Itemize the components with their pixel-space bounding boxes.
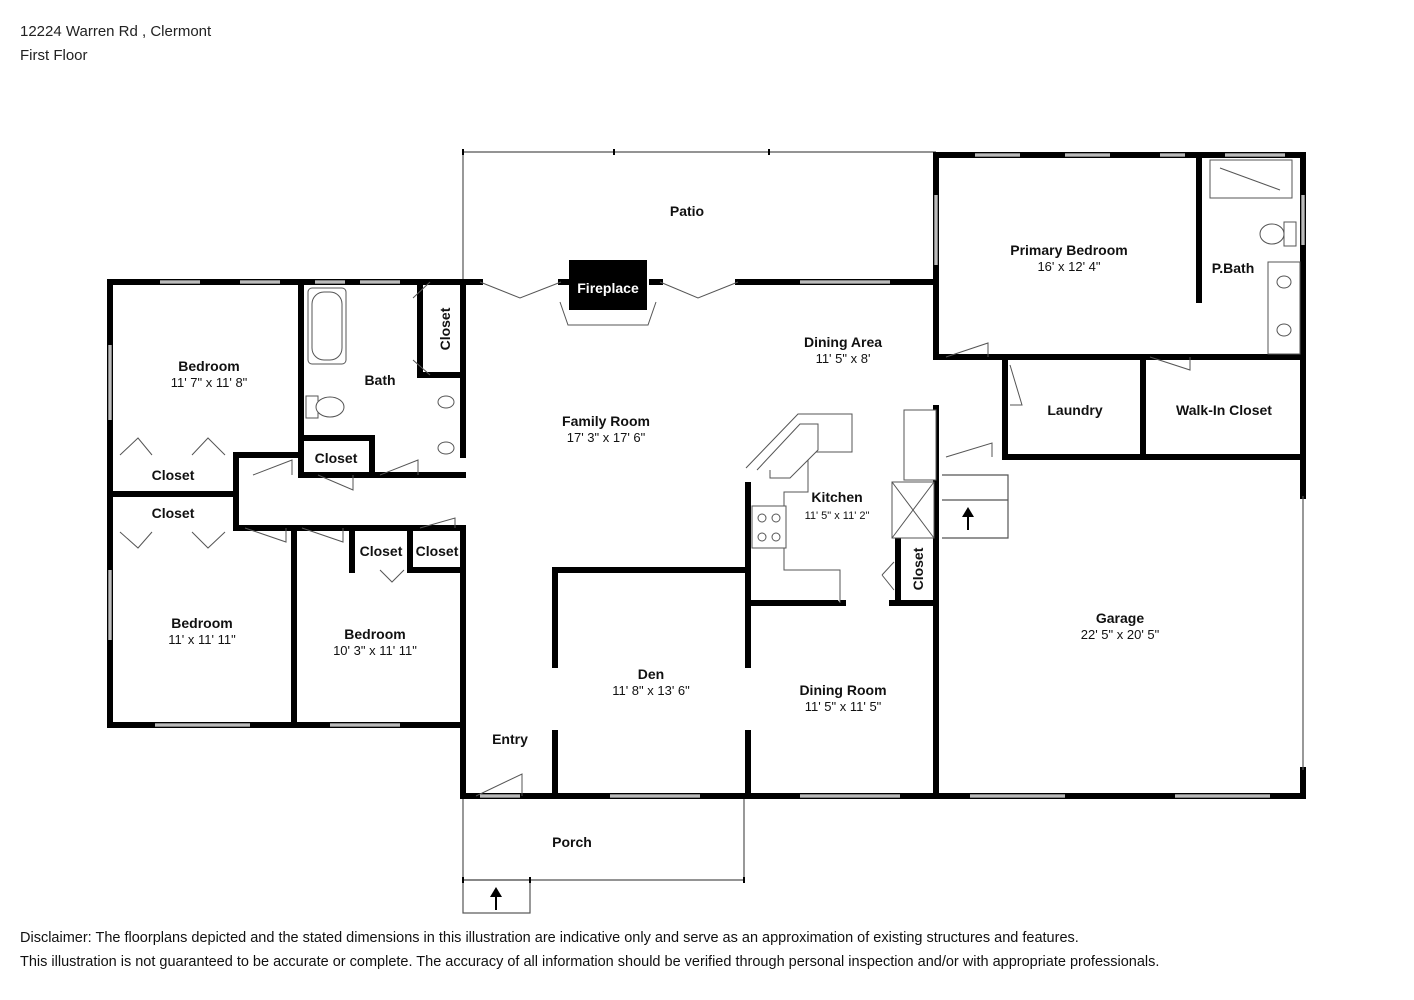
den-dims: 11' 8" x 13' 6" <box>612 683 690 698</box>
pbath-toilet-icon <box>1259 221 1297 247</box>
family-room-dims: 17' 3" x 17' 6" <box>567 430 646 445</box>
hall-closet-label: Closet <box>315 450 358 466</box>
pbath-vanity-icon <box>1267 261 1301 355</box>
patio-outline <box>462 149 936 282</box>
porch-outline <box>462 796 745 914</box>
fireplace-hearth <box>559 260 657 326</box>
porch-label: Porch <box>552 834 592 850</box>
bedroom-3-label: Bedroom <box>344 626 405 642</box>
kitchen-closet-label: Closet <box>910 547 926 590</box>
primary-bedroom-dims: 16' x 12' 4" <box>1037 259 1100 274</box>
disclaimer-line-2: This illustration is not guaranteed to b… <box>20 954 1160 970</box>
kitchen-dims: 11' 5" x 11' 2" <box>805 510 870 522</box>
pbath-label: P.Bath <box>1212 260 1255 276</box>
stove-icon <box>751 505 787 549</box>
bedroom-1-closet-label: Closet <box>152 467 195 483</box>
refrigerator-icon <box>891 409 937 539</box>
disclaimer-line-1: Disclaimer: The floorplans depicted and … <box>20 930 1079 946</box>
dining-area-dims: 11' 5" x 8' <box>816 351 871 366</box>
bedroom-1-label: Bedroom <box>178 358 239 374</box>
walls <box>107 152 1306 799</box>
dining-room-label: Dining Room <box>799 682 886 698</box>
laundry-label: Laundry <box>1047 402 1102 418</box>
arrow-up-icon <box>962 507 974 517</box>
floor-label: First Floor <box>20 47 88 64</box>
doors <box>119 281 1191 797</box>
arrow-up-icon <box>490 887 502 897</box>
toilet-icon <box>305 395 345 419</box>
address-label: 12224 Warren Rd , Clermont <box>20 23 212 40</box>
bedroom-3-closet-a-label: Closet <box>360 543 403 559</box>
garage-steps <box>942 474 1009 539</box>
garage-label: Garage <box>1096 610 1144 626</box>
entry-label: Entry <box>492 731 528 747</box>
patio-label: Patio <box>670 203 704 219</box>
bathtub-icon <box>307 287 347 365</box>
kitchen-counter <box>745 413 853 603</box>
garage-dims: 22' 5" x 20' 5" <box>1081 627 1160 642</box>
primary-bedroom-label: Primary Bedroom <box>1010 242 1127 258</box>
dining-room-dims: 11' 5" x 11' 5" <box>805 699 882 714</box>
fireplace-label: Fireplace <box>577 280 639 296</box>
bedroom-1-dims: 11' 7" x 11' 8" <box>171 375 248 390</box>
bedroom-2-closet-label: Closet <box>152 505 195 521</box>
dining-area-label: Dining Area <box>804 334 882 350</box>
window-lines <box>109 154 1304 797</box>
bedroom-3-closet-b-label: Closet <box>416 543 459 559</box>
bath-label: Bath <box>364 372 395 388</box>
family-room-label: Family Room <box>562 413 650 429</box>
bedroom-2-label: Bedroom <box>171 615 232 631</box>
bedroom-3-dims: 10' 3" x 11' 11" <box>333 643 417 658</box>
bath-closet-label: Closet <box>437 307 453 350</box>
shower-icon <box>1209 159 1293 199</box>
walk-in-closet-label: Walk-In Closet <box>1176 402 1272 418</box>
kitchen-label: Kitchen <box>811 489 862 505</box>
den-label: Den <box>638 666 664 682</box>
bedroom-2-dims: 11' x 11' 11" <box>168 632 236 647</box>
sink-icon <box>437 395 455 455</box>
